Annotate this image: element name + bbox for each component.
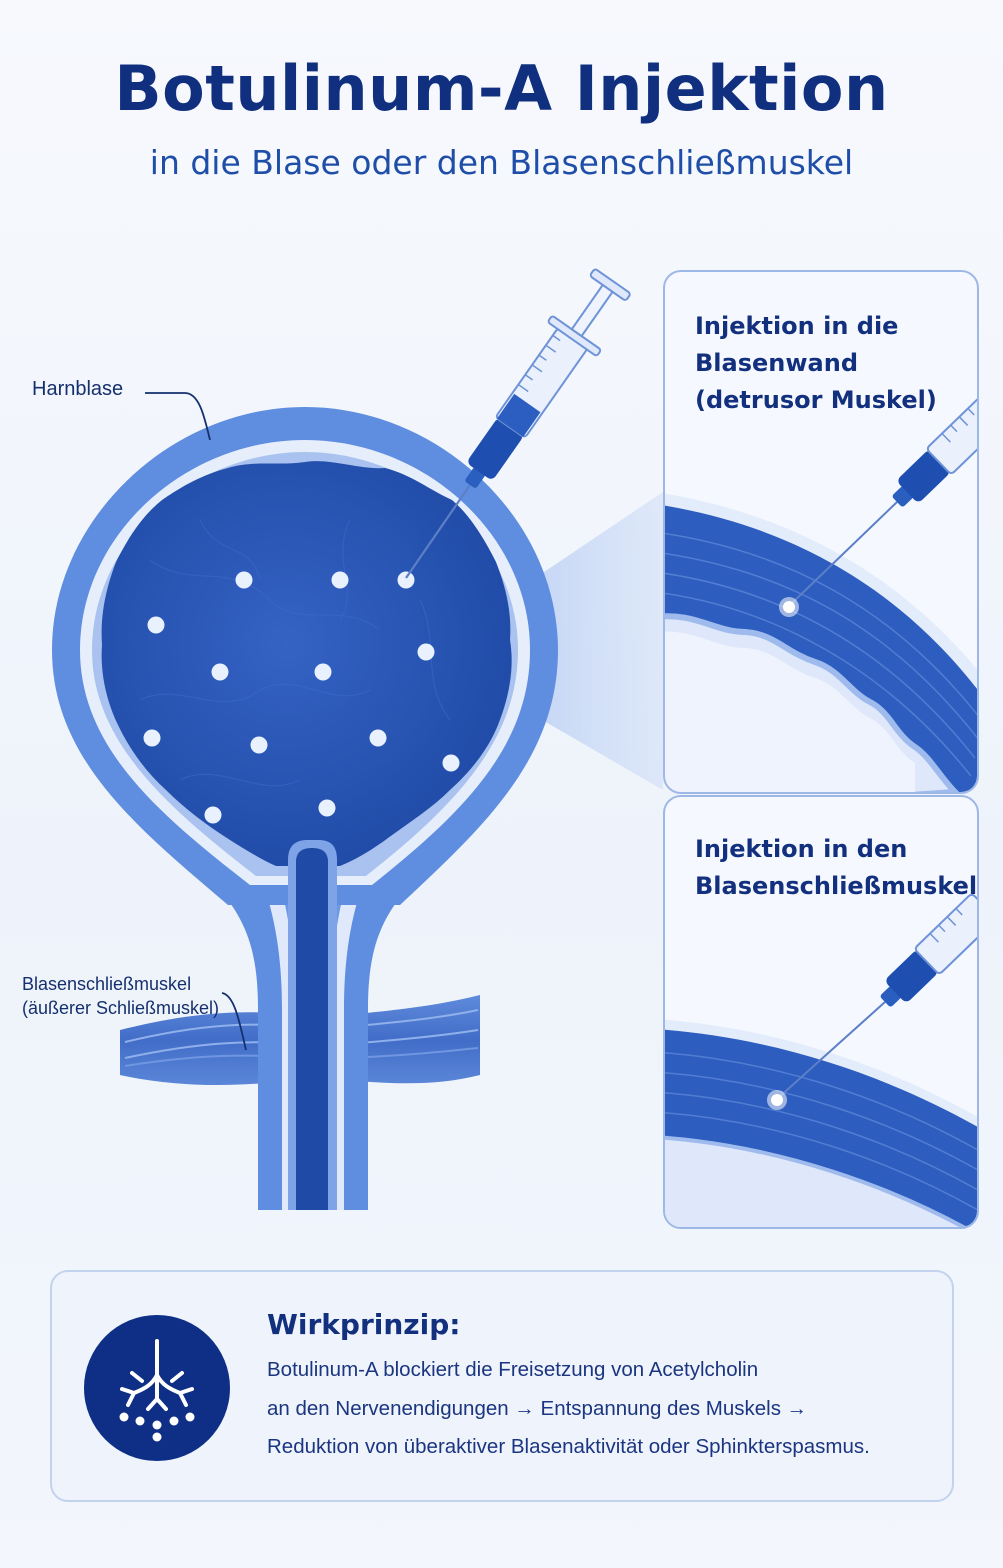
panel-sphincter-title-line1: Injektion in den <box>695 835 908 863</box>
nerve-ending-icon <box>84 1315 230 1461</box>
panel-sphincter-injection: Injektion in den Blasenschließmuskel <box>663 795 979 1229</box>
syringe-main <box>405 268 631 579</box>
panel-sphincter-title: Injektion in den Blasenschließmuskel <box>695 831 977 905</box>
info-text-line3: Reduktion von überaktiver Blasenaktivitä… <box>267 1435 870 1458</box>
sphincter-label-line1: Blasenschließmuskel <box>22 974 192 994</box>
panel-wall-title-line1: Injektion in die <box>695 312 899 340</box>
panel-bladder-wall-injection: Injektion in die Blasenwand (detrusor Mu… <box>663 270 979 794</box>
page-subtitle: in die Blase oder den Blasenschließmuske… <box>149 143 854 182</box>
page-title: Botulinum-A Injektion <box>114 52 889 125</box>
bladder-diagram <box>52 268 663 1210</box>
panel-wall-title: Injektion in die Blasenwand (detrusor Mu… <box>695 308 965 419</box>
sphincter-closeup <box>665 893 977 1227</box>
info-text-line1: Botulinum-A blockiert die Freisetzung vo… <box>267 1358 759 1381</box>
bladder-label: Harnblase <box>32 378 124 400</box>
bladder-lumen <box>101 461 512 866</box>
sphincter-label: Blasenschließmuskel (äußerer Schließmusk… <box>22 972 219 1020</box>
info-text-line2: an den Nervenendigungen → Entspannung de… <box>267 1397 808 1420</box>
bladder-leader-line <box>145 392 211 441</box>
panel-wall-title-line2: Blasenwand <box>695 349 858 377</box>
injection-points <box>143 571 460 824</box>
panel-sphincter-title-line2: Blasenschließmuskel <box>695 872 978 900</box>
info-heading: Wirkprinzip: <box>267 1308 461 1341</box>
bladder-wall-closeup <box>665 393 977 792</box>
sphincter-leader-line <box>221 992 247 1051</box>
panel-wall-title-line3: (detrusor Muskel) <box>695 386 937 414</box>
mechanism-info-box: Wirkprinzip: Botulinum-A blockiert die F… <box>50 1270 954 1502</box>
sphincter-label-line2: (äußerer Schließmuskel) <box>22 998 220 1018</box>
